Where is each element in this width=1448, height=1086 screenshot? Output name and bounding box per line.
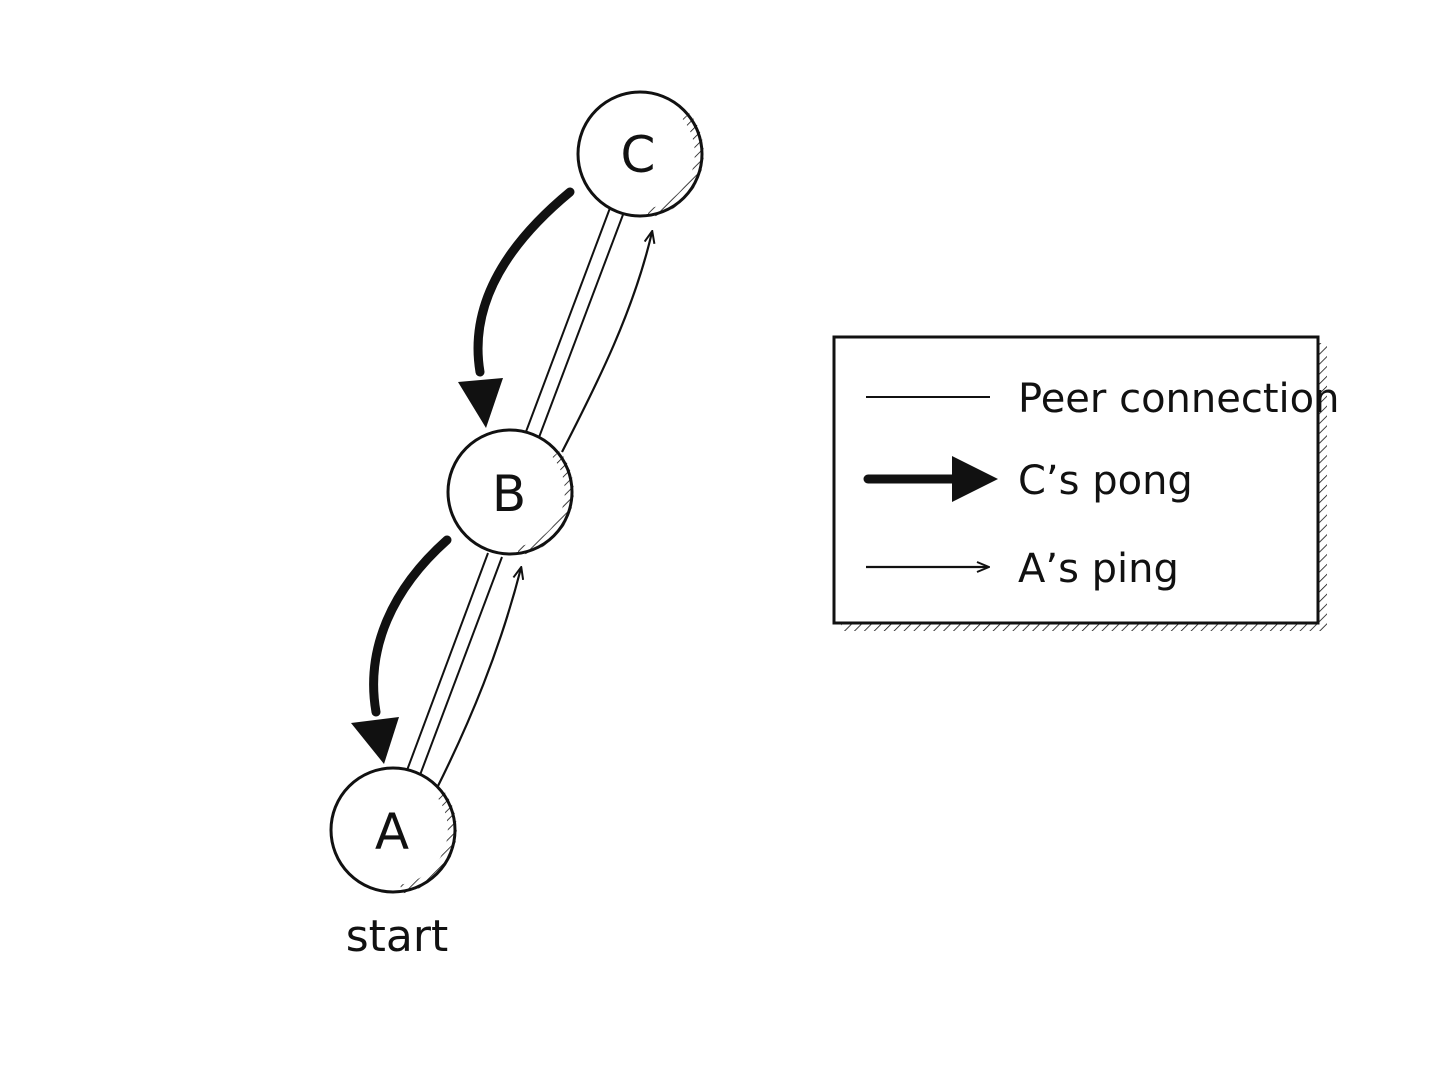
peer-connection-b-c xyxy=(523,207,625,441)
legend-peer-label: Peer connection xyxy=(1018,376,1339,422)
node-b-label: B xyxy=(492,465,526,523)
peer-connection-a-b xyxy=(405,552,503,776)
pong-arrow-c-b xyxy=(458,187,575,428)
ping-arrow-b-c xyxy=(561,232,652,453)
node-a: A xyxy=(329,766,457,894)
node-b: B xyxy=(446,428,574,556)
ping-arrow-a-b xyxy=(435,568,521,791)
node-c-label: C xyxy=(621,126,656,184)
pong-arrow-b-a xyxy=(351,535,452,764)
legend-pong-label: C’s pong xyxy=(1018,458,1193,504)
legend-ping-label: A’s ping xyxy=(1018,546,1179,592)
node-c: C xyxy=(576,90,704,218)
start-label: start xyxy=(346,911,448,962)
legend: Peer connection C’s pong A’s ping xyxy=(832,335,1339,631)
node-a-label: A xyxy=(375,803,409,861)
legend-pong-arrow-icon xyxy=(863,456,998,502)
